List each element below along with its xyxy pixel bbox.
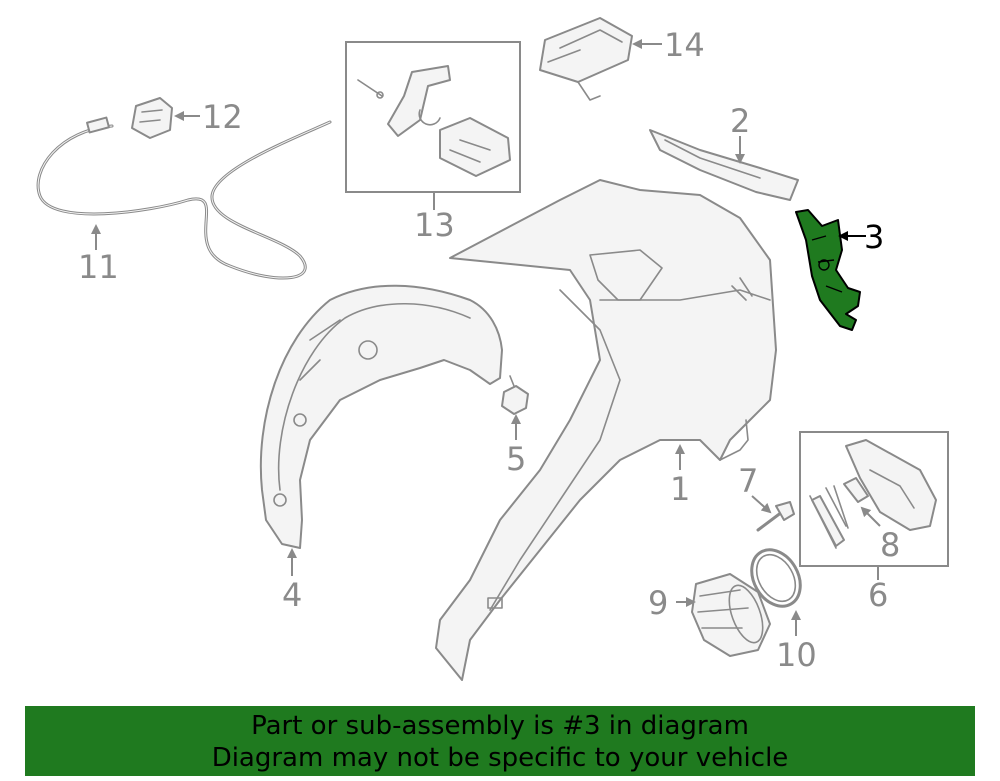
banner-line-1: Part or sub-assembly is #3 in diagram [251,711,749,741]
part-8-label[interactable]: 8 [880,526,900,564]
part-6-label[interactable]: 6 [868,576,888,614]
part-8-arrow [860,506,881,527]
part-13-box[interactable] [345,41,521,193]
part-14-housing[interactable] [539,17,633,101]
part-5-label[interactable]: 5 [506,440,526,478]
banner-line-2: Diagram may not be specific to your vehi… [211,743,789,773]
part-7-label[interactable]: 7 [738,462,758,500]
part-7-screw[interactable] [756,501,795,532]
part-14-label[interactable]: 14 [664,26,705,64]
part-12-clip[interactable] [131,97,173,139]
part-5-clip[interactable] [501,375,529,415]
part-11-cable[interactable] [36,116,332,280]
part-9-label[interactable]: 9 [648,584,668,622]
part-7-arrow [751,495,772,514]
part-4-label[interactable]: 4 [282,576,302,614]
part-10-label[interactable]: 10 [776,636,817,674]
part-2-label[interactable]: 2 [730,102,750,140]
part-12-label[interactable]: 12 [202,98,243,136]
part-1-label[interactable]: 1 [670,470,690,508]
part-3-label[interactable]: 3 [864,218,884,256]
part-11-label[interactable]: 11 [78,248,119,286]
part-4-wheel-liner[interactable] [259,284,503,549]
part-9-filler-housing[interactable] [691,573,771,657]
part-3-highlighted-bracket[interactable] [795,209,861,331]
part-13-label[interactable]: 13 [414,206,455,244]
part-8-bracket[interactable] [843,477,869,503]
part-10-seal-ring[interactable] [742,541,810,615]
part-6-components [809,439,937,549]
part-13-components [357,65,511,177]
notice-banner: Part or sub-assembly is #3 in diagram Di… [25,706,975,776]
part-1-quarter-panel[interactable] [435,179,777,681]
part-2-strip[interactable] [649,129,799,201]
